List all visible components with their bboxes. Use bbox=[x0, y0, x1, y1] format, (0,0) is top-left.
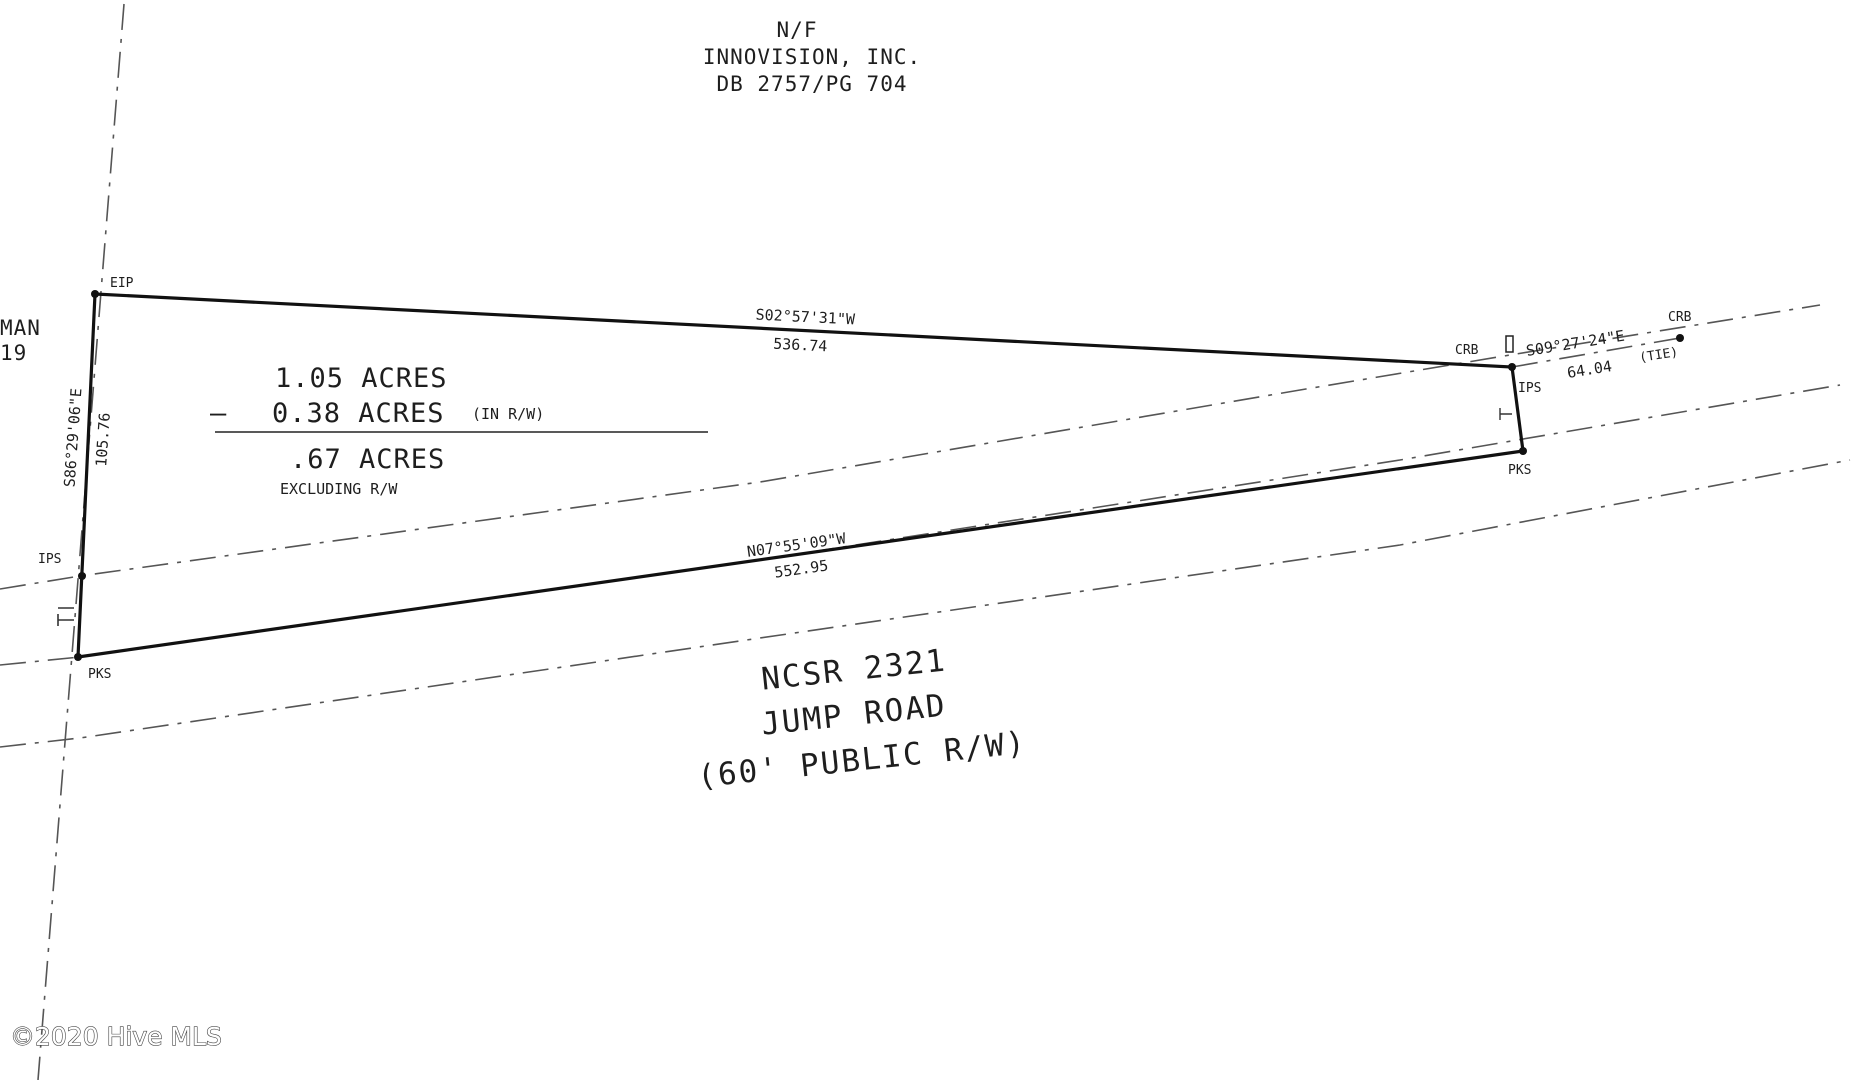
tie-bearing: S09°27'24"E bbox=[1525, 327, 1626, 360]
rw-south-line bbox=[0, 459, 1851, 748]
north-bearing: S02°57'31"W bbox=[755, 306, 856, 329]
crb-marker bbox=[1508, 363, 1516, 371]
acreage-total: 1.05 ACRES bbox=[275, 363, 448, 394]
point-label-pks-east: PKS bbox=[1508, 463, 1531, 478]
rw-north-line bbox=[0, 304, 1821, 590]
tie-line bbox=[1511, 337, 1681, 368]
west-distance: 105.76 bbox=[92, 412, 114, 467]
point-label-ips-west: IPS bbox=[38, 552, 61, 567]
adjoiner-north-line2: INNOVISION, INC. bbox=[703, 45, 921, 69]
acreage-net: .67 ACRES bbox=[290, 444, 445, 475]
acreage-rw-note: (IN R/W) bbox=[472, 405, 544, 423]
acreage-rw: 0.38 ACRES bbox=[272, 398, 445, 429]
south-distance: 552.95 bbox=[773, 556, 829, 581]
tie-note: (TIE) bbox=[1638, 345, 1679, 366]
point-label-ips-east: IPS bbox=[1518, 381, 1541, 396]
road-line2: JUMP ROAD bbox=[760, 687, 949, 742]
point-label-crb-left: CRB bbox=[1455, 343, 1479, 358]
road-line3: (60' PUBLIC R/W) bbox=[696, 725, 1029, 795]
west-line-tick-icon bbox=[57, 607, 74, 626]
north-distance: 536.74 bbox=[773, 335, 828, 356]
acreage-minus: – bbox=[210, 398, 227, 429]
tie-tick-icon bbox=[1505, 335, 1514, 353]
point-label-eip: EIP bbox=[110, 276, 134, 291]
watermark: ©2020 Hive MLS bbox=[10, 1022, 222, 1051]
crb-east-marker bbox=[1676, 334, 1684, 342]
ips-west-marker bbox=[78, 572, 86, 580]
adjoiner-west-line1: MAN bbox=[0, 316, 41, 340]
adjoiner-west-line2: 19 bbox=[0, 341, 27, 365]
eip-marker bbox=[91, 290, 99, 298]
tie-distance: 64.04 bbox=[1566, 357, 1613, 382]
adjoiner-north-line1: N/F bbox=[777, 18, 818, 42]
point-label-pks-west: PKS bbox=[88, 667, 111, 682]
east-line-tick-icon bbox=[1499, 408, 1512, 420]
point-label-crb-right: CRB bbox=[1668, 310, 1692, 325]
road-centerline bbox=[0, 384, 1841, 666]
adjoiner-north-line3: DB 2757/PG 704 bbox=[716, 72, 907, 96]
west-adjoiner-line bbox=[37, 3, 125, 1080]
pks-west-marker bbox=[74, 653, 82, 661]
west-bearing: S86°29'06"E bbox=[61, 387, 86, 487]
pks-east-marker bbox=[1519, 447, 1527, 455]
acreage-net-note: EXCLUDING R/W bbox=[280, 480, 398, 498]
